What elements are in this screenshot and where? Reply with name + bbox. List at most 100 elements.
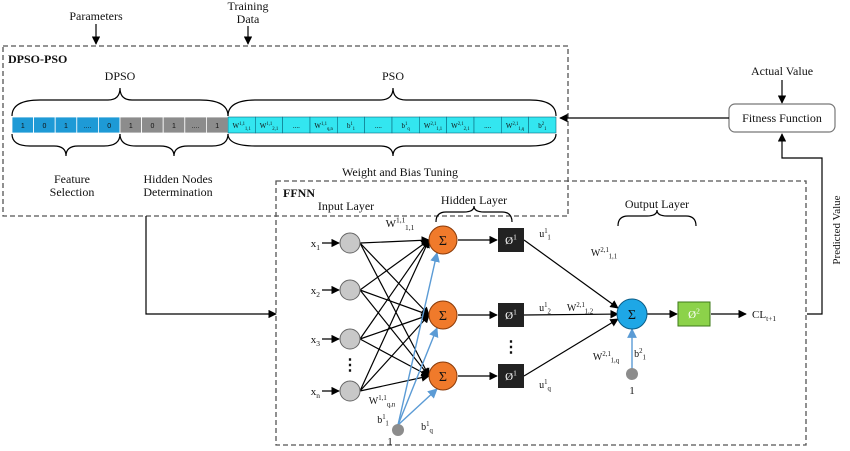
input-hidden-link bbox=[359, 239, 430, 340]
hidden-sum-symbol: Σ bbox=[439, 370, 447, 385]
dpso-cell-value: 1 bbox=[64, 123, 68, 130]
input-hidden-link bbox=[359, 289, 430, 377]
input-node bbox=[339, 232, 361, 254]
fitness-function-label: Fitness Function bbox=[742, 111, 822, 125]
hidden-dots: ⋮ bbox=[503, 339, 519, 356]
parameters-label: Parameters bbox=[69, 9, 123, 23]
u-label-q: u1q bbox=[539, 379, 551, 393]
input-node bbox=[339, 328, 361, 350]
pso-cell-value: .... bbox=[293, 122, 300, 130]
output-label: CLt+1 bbox=[752, 309, 776, 323]
pso-cell-value: b11 bbox=[347, 122, 356, 132]
hidden-cell-value: .... bbox=[192, 123, 200, 130]
pso-cell-value: W1,12,1 bbox=[260, 122, 279, 132]
pso-cell-value: b1q bbox=[402, 122, 411, 132]
hidden-nodes-label-line2: Determination bbox=[143, 185, 212, 199]
hidden-bias-node bbox=[392, 424, 404, 436]
output-activation-label: Ø2 bbox=[688, 306, 700, 321]
input-hidden-link bbox=[359, 289, 430, 317]
output-sum-symbol: Σ bbox=[628, 308, 636, 323]
hidden-output-link bbox=[523, 309, 619, 319]
pso-cell-value: W2,11,q bbox=[506, 122, 525, 132]
u-label-1: u11 bbox=[539, 228, 551, 242]
bias-hidden-link bbox=[397, 388, 438, 426]
bias-hidden-link bbox=[397, 327, 439, 426]
input-hidden-link bbox=[359, 314, 430, 392]
hidden-sum-node bbox=[428, 300, 458, 330]
hidden-output-link bbox=[523, 239, 619, 309]
dpso-pso-box bbox=[2, 45, 569, 217]
pso-cell-value: W2,11,1 bbox=[424, 122, 443, 132]
hidden-activation-label: Ø1 bbox=[505, 232, 517, 247]
input-label: x2 bbox=[311, 285, 321, 299]
input-layer-label: Input Layer bbox=[318, 199, 374, 213]
pso-cell-value: W1,11,1 bbox=[233, 122, 252, 132]
hidden-cell-value: 1 bbox=[129, 123, 133, 130]
weight-out-1-label: W2,11,1 bbox=[591, 247, 617, 261]
hidden-activation-box bbox=[498, 228, 524, 252]
bias-hidden-link bbox=[397, 252, 440, 426]
u-label-2: u12 bbox=[539, 302, 551, 316]
dpso-cell-value: 0 bbox=[107, 123, 111, 130]
output-bias-node bbox=[626, 368, 638, 380]
training-label-line2: Data bbox=[237, 12, 260, 26]
hidden-output-link bbox=[523, 318, 619, 377]
bias-hidden-first-label: b11 bbox=[377, 414, 389, 428]
input-hidden-link bbox=[359, 239, 430, 291]
actual-value-label: Actual Value bbox=[751, 64, 813, 78]
input-label: xn bbox=[311, 386, 321, 400]
dpso-pso-title: DPSO-PSO bbox=[8, 52, 67, 66]
output-layer-label: Output Layer bbox=[625, 197, 689, 211]
dpso-cell-value: .... bbox=[84, 123, 92, 130]
dpso-label: DPSO bbox=[105, 69, 136, 83]
hidden-cell-value: 1 bbox=[215, 123, 219, 130]
input-hidden-link bbox=[359, 313, 430, 340]
hidden-activation-label: Ø1 bbox=[505, 368, 517, 383]
pso-cell-value: W2,12,1 bbox=[451, 122, 470, 132]
hidden-activation-box bbox=[498, 364, 524, 388]
weight-bias-label: Weight and Bias Tuning bbox=[342, 165, 458, 179]
dpso-brace-top bbox=[11, 87, 229, 117]
hidden-nodes-label-line1: Hidden Nodes bbox=[144, 172, 213, 186]
hidden-layer-label: Hidden Layer bbox=[441, 193, 507, 207]
feature-label-line1: Feature bbox=[54, 172, 90, 186]
pso-label: PSO bbox=[382, 69, 404, 83]
weight-in-first-label: W1,11,1 bbox=[386, 215, 415, 231]
pso-cell-value: b21 bbox=[538, 122, 547, 132]
pso-cell bbox=[528, 116, 557, 134]
ffnn-box bbox=[275, 180, 807, 446]
hidden-nodes-brace bbox=[119, 133, 229, 157]
weight-in-last-label: W1,1q,n bbox=[369, 395, 396, 409]
hidden-cell-value: 1 bbox=[172, 123, 176, 130]
predicted-value-label: Predicted Value bbox=[831, 195, 843, 264]
input-dots: ⋮ bbox=[342, 357, 358, 374]
weight-out-2-label: W2,11,2 bbox=[567, 302, 594, 316]
input-hidden-link bbox=[359, 242, 430, 377]
input-label: x3 bbox=[311, 334, 321, 348]
pso-cell-value: .... bbox=[484, 122, 491, 130]
input-hidden-link bbox=[359, 236, 430, 245]
hidden-sum-node bbox=[428, 225, 458, 255]
output-sum-node bbox=[616, 298, 648, 330]
pso-cell-value: W1,1q,n bbox=[314, 122, 333, 132]
pso-brace-top bbox=[227, 87, 557, 117]
hidden-sum-symbol: Σ bbox=[439, 234, 447, 249]
weight-out-q-label: W2,11,q bbox=[593, 351, 620, 365]
feature-brace bbox=[11, 133, 121, 157]
input-hidden-link bbox=[359, 242, 430, 316]
input-node bbox=[339, 380, 361, 402]
hidden-activation-box bbox=[498, 303, 524, 327]
output-activation-box bbox=[677, 301, 711, 327]
input-hidden-link bbox=[359, 239, 430, 392]
hidden-activation-label: Ø1 bbox=[505, 307, 517, 322]
dpso-cell-value: 1 bbox=[21, 123, 25, 130]
input-hidden-link bbox=[359, 373, 430, 392]
bias-output-label: b21 bbox=[634, 348, 646, 362]
feature-label-line2: Selection bbox=[50, 185, 95, 199]
input-hidden-link bbox=[359, 338, 430, 377]
hidden-cell-value: 0 bbox=[150, 123, 154, 130]
hidden-sum-symbol: Σ bbox=[439, 309, 447, 324]
